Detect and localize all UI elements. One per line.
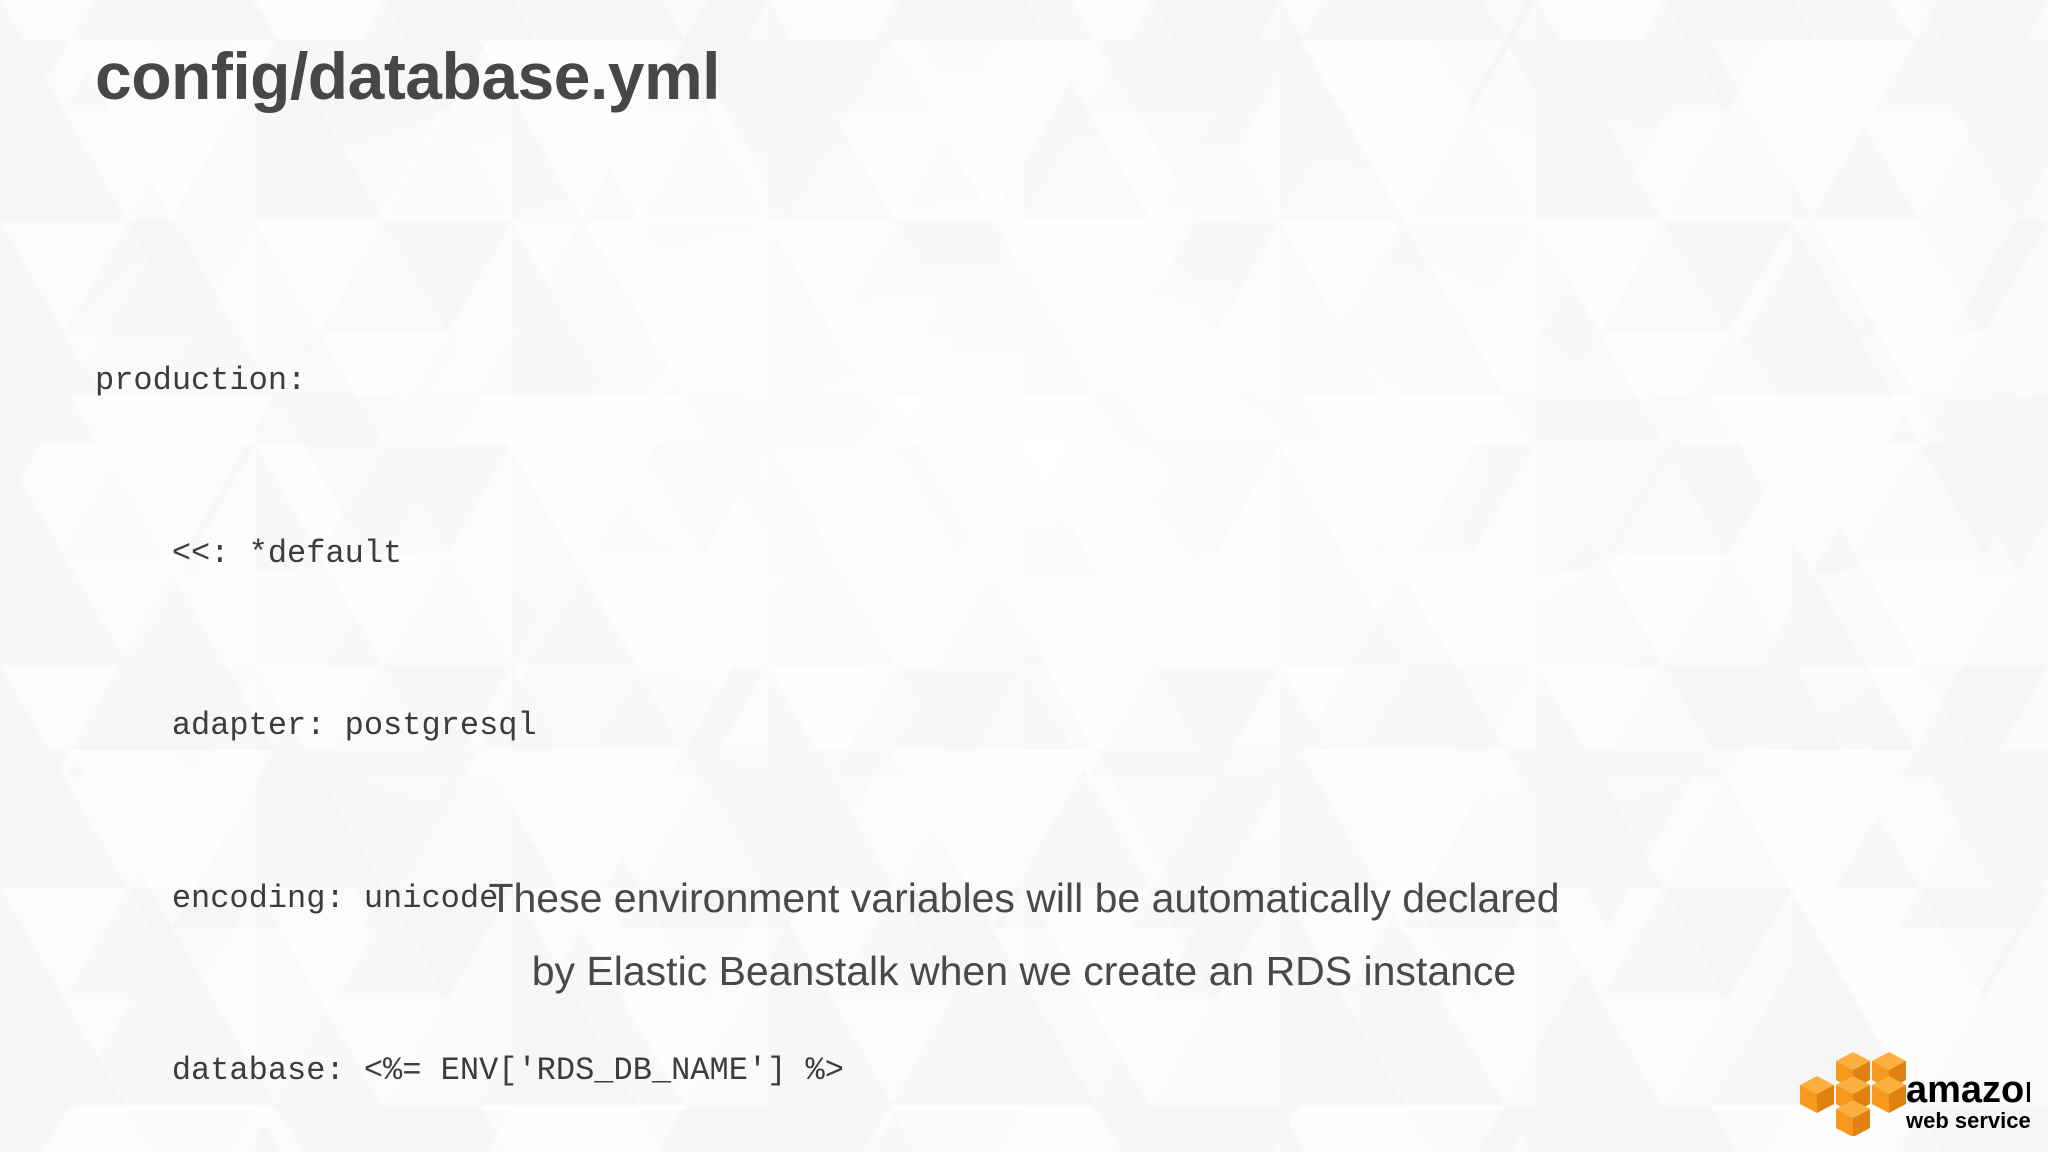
code-block: production: <<: *default adapter: postgr… <box>95 237 863 1152</box>
code-line: database: <%= ENV['RDS_DB_NAME'] %> <box>95 1052 844 1089</box>
caption: These environment variables will be auto… <box>0 862 2048 1008</box>
aws-tagline: web services <box>1905 1108 2030 1133</box>
aws-cubes-icon <box>1800 1052 1906 1136</box>
aws-wordmark: amazon <box>1906 1069 2030 1111</box>
code-line: <<: *default <box>95 534 403 572</box>
code-line: production: <box>95 362 307 399</box>
caption-line-2: by Elastic Beanstalk when we create an R… <box>531 948 1517 994</box>
page-title: config/database.yml <box>95 39 721 113</box>
caption-line-1: These environment variables will be auto… <box>488 875 1560 921</box>
code-line: adapter: postgresql <box>95 707 537 744</box>
aws-logo: amazon web services <box>1800 1046 2030 1136</box>
code-line: encoding: unicode <box>95 879 499 917</box>
